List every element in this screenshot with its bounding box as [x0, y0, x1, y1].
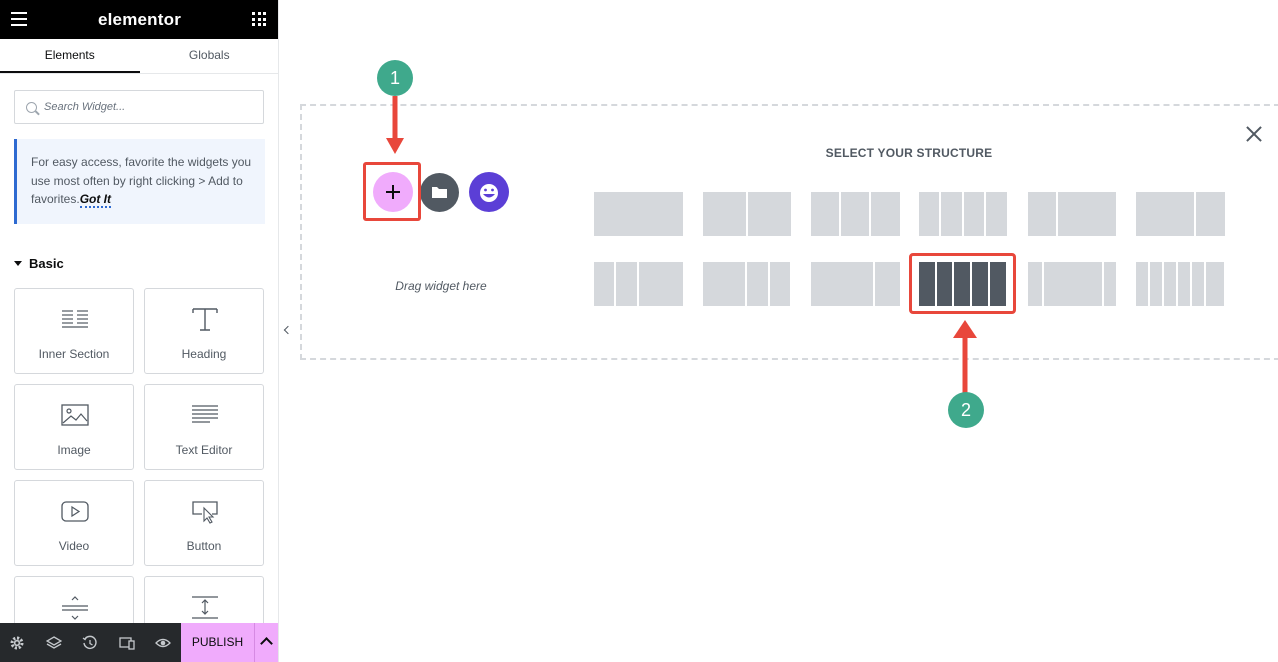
drag-widget-hint: Drag widget here: [395, 279, 487, 293]
close-icon[interactable]: [1244, 124, 1264, 144]
got-it-link[interactable]: Got It: [79, 192, 112, 208]
widget-image[interactable]: Image: [14, 384, 134, 470]
widget-text-editor[interactable]: Text Editor: [144, 384, 264, 470]
structure-preset-3col[interactable]: [811, 192, 900, 236]
widget-button[interactable]: Button: [144, 480, 264, 566]
widget-label: Image: [57, 443, 91, 457]
heading-icon: [192, 308, 218, 331]
panel-footer: PUBLISH: [0, 623, 278, 662]
add-section-dropzone: [300, 104, 1278, 360]
search-icon: [26, 101, 37, 113]
add-template-button[interactable]: [420, 173, 459, 212]
preview-icon[interactable]: [155, 635, 171, 651]
add-section-button[interactable]: [373, 172, 413, 212]
hamburger-icon[interactable]: [11, 12, 27, 26]
annotation-highlight-add: [363, 162, 421, 221]
tab-elements[interactable]: Elements: [0, 39, 140, 73]
chevron-up-icon: [260, 637, 273, 650]
button-icon: [192, 501, 218, 524]
widget-label: Inner Section: [38, 347, 110, 361]
favorites-notice: For easy access, favorite the widgets yo…: [14, 139, 265, 224]
layers-icon[interactable]: [46, 635, 62, 651]
video-icon: [61, 501, 89, 522]
search-input[interactable]: [44, 101, 244, 113]
widget-heading[interactable]: Heading: [144, 288, 264, 374]
settings-icon[interactable]: [9, 635, 25, 651]
chevron-left-icon: [283, 325, 293, 335]
brand-logo: elementor: [97, 9, 182, 29]
structure-preset-30-70[interactable]: [1028, 192, 1116, 236]
structure-preset-50-25-25[interactable]: [703, 262, 790, 306]
grid-icon[interactable]: [252, 12, 266, 26]
notice-text: For easy access, favorite the widgets yo…: [31, 155, 252, 206]
step-badge-2: 2: [948, 392, 984, 428]
tab-globals[interactable]: Globals: [188, 48, 230, 62]
structure-preset-5col[interactable]: [919, 262, 1006, 306]
structure-preset-2col[interactable]: [703, 192, 791, 236]
widgets-panel: elementor Elements Globals For easy acce…: [0, 0, 279, 662]
panel-header: elementor: [0, 0, 278, 39]
ai-assistant-button[interactable]: [469, 172, 509, 212]
search-box: [14, 90, 264, 124]
structure-preset-70-30-b[interactable]: [811, 262, 900, 306]
annotation-arrow-up-icon: [953, 320, 977, 394]
widget-inner-section[interactable]: Inner Section: [14, 288, 134, 374]
basic-section-title: Basic: [29, 256, 64, 271]
ai-icon: [480, 182, 500, 202]
history-icon[interactable]: [82, 635, 98, 651]
folder-icon: [432, 187, 447, 198]
responsive-icon[interactable]: [119, 635, 135, 651]
collapse-panel-button[interactable]: [280, 306, 294, 356]
publish-button[interactable]: PUBLISH: [181, 623, 254, 662]
publish-options-button[interactable]: [254, 623, 278, 662]
image-icon: [61, 404, 89, 426]
annotation-highlight-structure: [909, 253, 1016, 314]
widget-label: Heading: [181, 347, 227, 361]
step-badge-1: 1: [377, 60, 413, 96]
widget-video[interactable]: Video: [14, 480, 134, 566]
text-editor-icon: [192, 405, 218, 423]
panel-tabs: Elements Globals: [0, 39, 278, 74]
divider-icon: [62, 596, 88, 620]
caret-down-icon: [14, 261, 22, 266]
structure-title: SELECT YOUR STRUCTURE: [825, 146, 993, 160]
inner-section-icon: [62, 310, 88, 328]
structure-preset-1col[interactable]: [594, 192, 683, 236]
structure-preset-4col[interactable]: [919, 192, 1007, 236]
structure-preset-15-70-15[interactable]: [1028, 262, 1116, 306]
spacer-icon: [192, 596, 218, 619]
widget-label: Text Editor: [175, 443, 233, 457]
widget-label: Video: [58, 539, 90, 553]
structure-preset-70-30[interactable]: [1136, 192, 1225, 236]
structure-preset-25-25-50[interactable]: [594, 262, 683, 306]
structure-preset-6col[interactable]: [1136, 262, 1224, 306]
basic-section-toggle[interactable]: Basic: [14, 256, 64, 271]
annotation-arrow-down-icon: [386, 96, 404, 154]
widget-label: Button: [186, 539, 222, 553]
